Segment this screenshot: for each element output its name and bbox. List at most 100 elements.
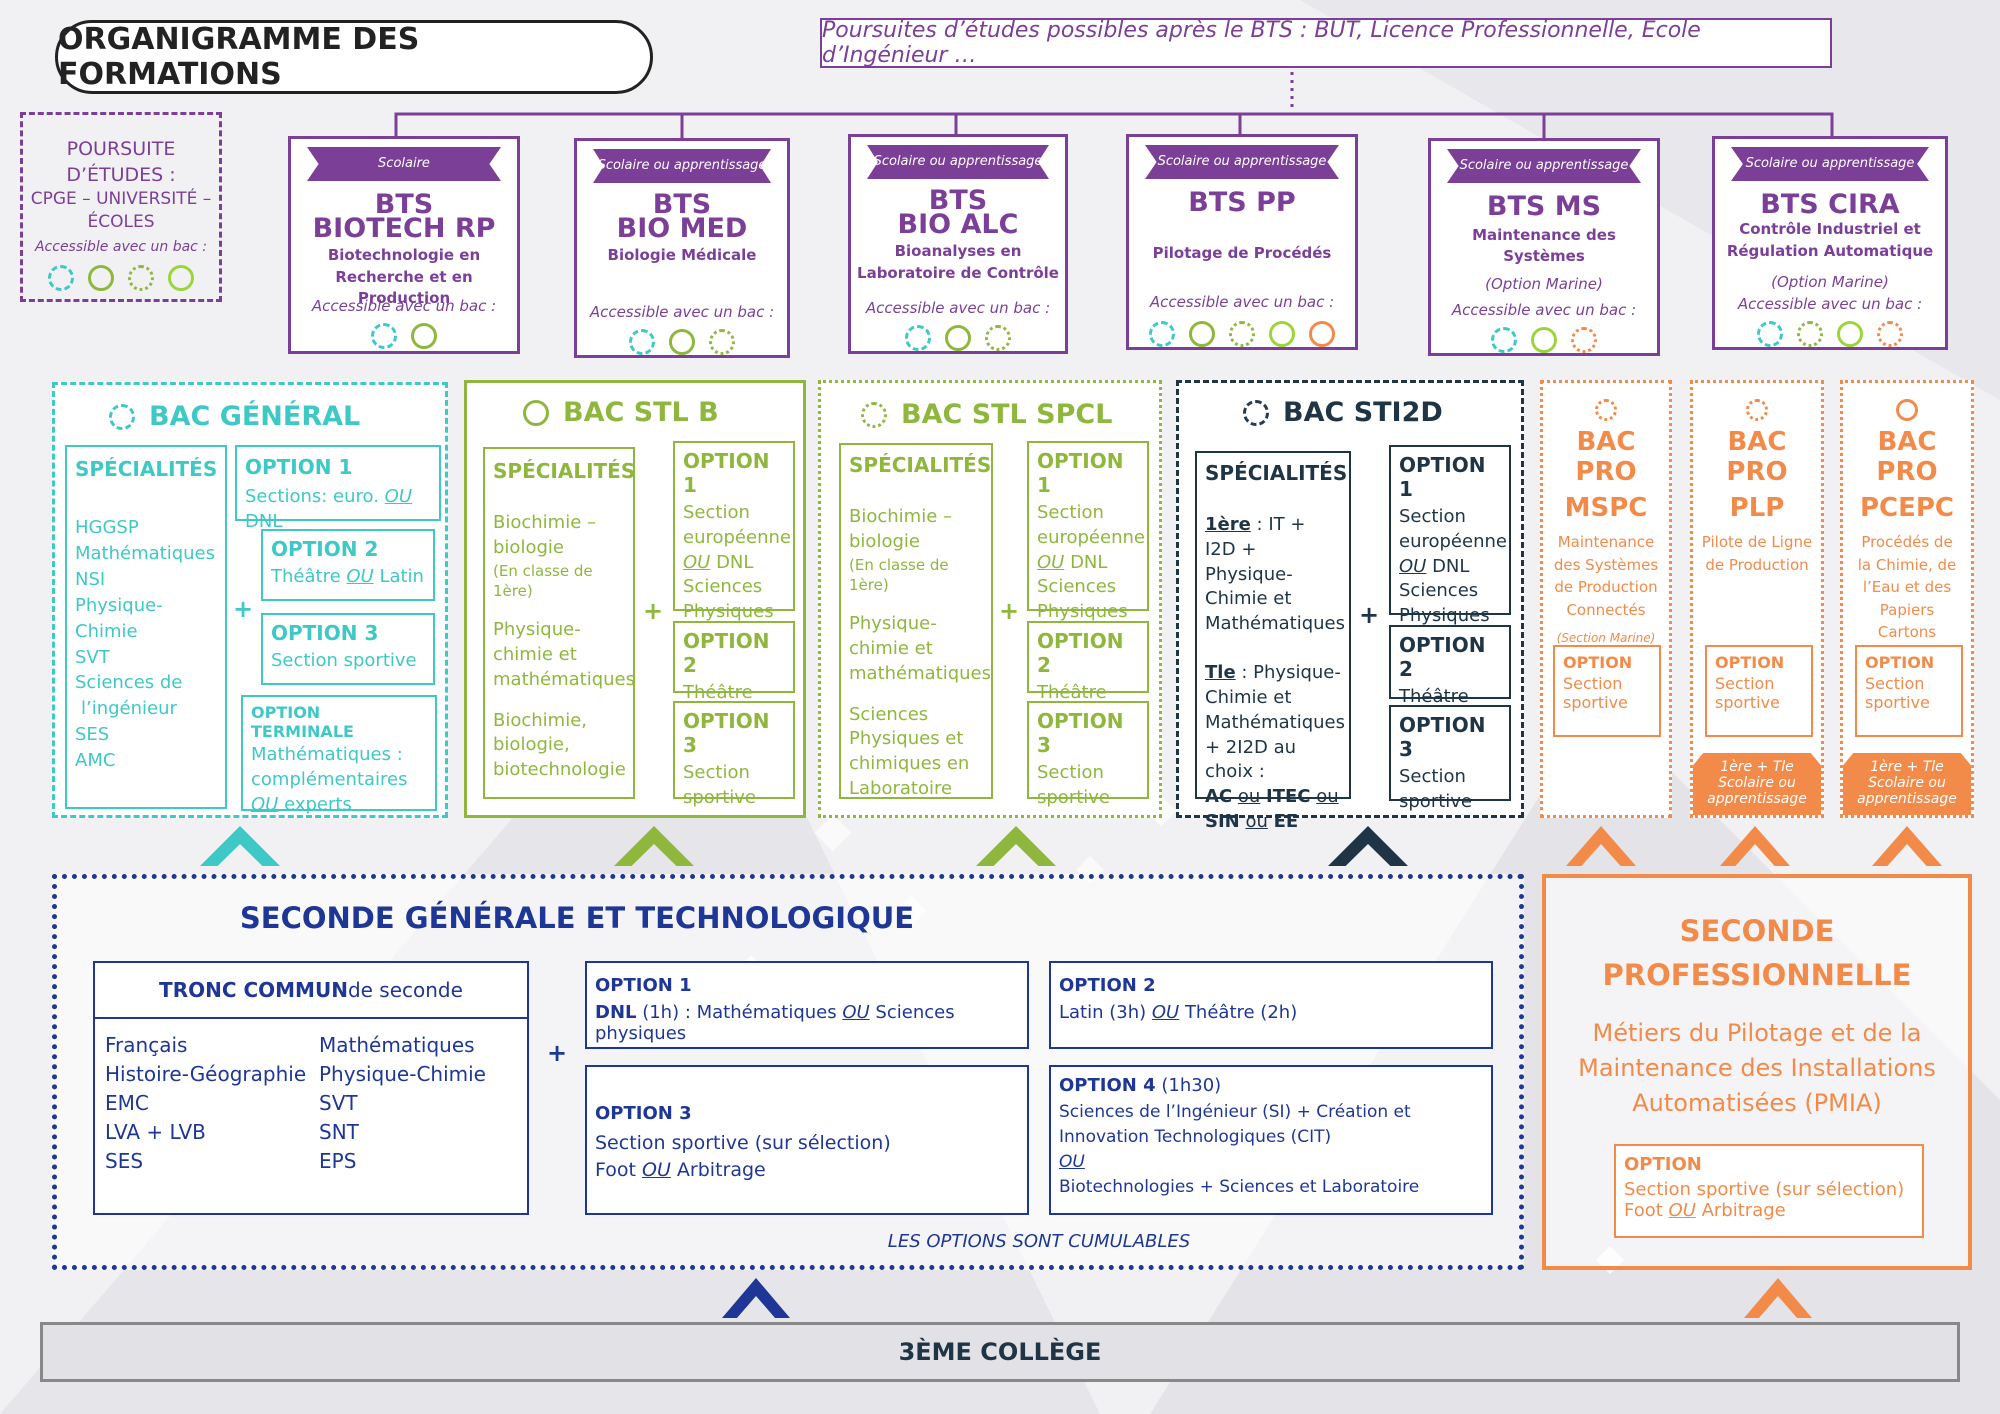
seconde-option-2: OPTION 2 Latin (3h) OU Théâtre (2h) bbox=[1049, 961, 1493, 1049]
specialite-text: Physique- bbox=[1205, 563, 1293, 585]
specialite-item: Physique- bbox=[849, 613, 937, 635]
bac-pro-mspc-box: BAC PRO MSPC Maintenance des Systèmes de… bbox=[1540, 380, 1672, 818]
bac-lime-icon bbox=[1269, 321, 1295, 347]
choix-itec: ITEC bbox=[1266, 786, 1311, 808]
bac-pro-icon bbox=[1309, 321, 1335, 347]
option-text: Section bbox=[1715, 674, 1775, 693]
bac-pro-desc: Papiers bbox=[1879, 600, 1935, 619]
bac-pro-desc: Connectés bbox=[1566, 600, 1646, 619]
ou-label: OU bbox=[1151, 1002, 1180, 1023]
poursuite-label: POURSUITE bbox=[66, 138, 176, 160]
option-text: DNL bbox=[1064, 551, 1108, 573]
bts-name: BTS bbox=[928, 185, 988, 216]
option-text: Section bbox=[1037, 762, 1104, 783]
bac-spcl-icon bbox=[985, 325, 1011, 351]
bac-sti2d-title: BAC STI2D bbox=[1283, 397, 1443, 428]
section-marine: (Section Marine) bbox=[1556, 631, 1656, 645]
bac-pro-desc: Procédés de bbox=[1861, 533, 1953, 551]
specialite-item: NSI bbox=[75, 568, 106, 590]
bac-sti2d-option-2: OPTION 2 Théâtre bbox=[1389, 625, 1511, 707]
option-heading: OPTION 3 bbox=[595, 1103, 692, 1124]
specialite-item: Sciences de bbox=[75, 672, 183, 694]
seconde-option-1: OPTION 1 DNL (1h) : Mathématiques OU Sci… bbox=[585, 961, 1029, 1049]
specialite-text: : IT + I2D + bbox=[1205, 514, 1306, 560]
bac-pro-name: PLP bbox=[1729, 493, 1785, 523]
seconde-pro-option: OPTION Section sportive (sur sélection) … bbox=[1614, 1144, 1924, 1238]
option-text: Sciences bbox=[683, 576, 763, 598]
bac-pro-option: OPTION Section sportive bbox=[1553, 645, 1661, 737]
specialite-item: Physiques et bbox=[849, 728, 964, 750]
option-heading: OPTION 3 bbox=[271, 621, 379, 645]
bac-pro-icon bbox=[1896, 399, 1918, 421]
bts-name: BTS CIRA bbox=[1760, 189, 1900, 220]
option-text: Sciences de l’Ingénieur (SI) + Création … bbox=[1059, 1102, 1411, 1122]
bts-subtitle: Biotechnologie en bbox=[327, 246, 481, 264]
plus-sign: + bbox=[643, 597, 664, 625]
bac-pro-desc: Maintenance bbox=[1557, 533, 1655, 551]
matiere-item: Histoire-Géographie bbox=[105, 1062, 307, 1086]
seconde-pro-desc: Maintenance des Installations bbox=[1578, 1053, 1936, 1082]
option-heading: OPTION 2 bbox=[1399, 633, 1486, 681]
bac-general-icon bbox=[629, 329, 655, 355]
option-heading: OPTION 1 bbox=[683, 449, 770, 497]
bts-name: BTS bbox=[652, 189, 712, 220]
seconde-pro-title-2: PROFESSIONNELLE bbox=[1602, 958, 1912, 992]
specialite-item: Biochimie, bbox=[493, 709, 587, 731]
college-bar: 3ÈME COLLÈGE bbox=[40, 1322, 1960, 1382]
specialite-item: Physique- bbox=[493, 619, 581, 641]
accessible-label: Accessible avec un bac : bbox=[1737, 295, 1923, 313]
ou-label: OU bbox=[683, 551, 711, 573]
option-text: sportive bbox=[1715, 693, 1780, 712]
tronc-commun-box: TRONC COMMUN de seconde Français Histoir… bbox=[93, 961, 529, 1215]
bac-general-icon bbox=[109, 403, 135, 430]
option-text: Section sportive (sur sélection) bbox=[595, 1132, 891, 1154]
ou-label: OU bbox=[1059, 1152, 1085, 1173]
bac-stlb-option-3: OPTION 3 Section sportive bbox=[673, 701, 795, 808]
seconde-option-4: OPTION 4 (1h30) Sciences de l’Ingénieur … bbox=[1049, 1065, 1493, 1215]
tronc-commun-heading: TRONC COMMUN bbox=[159, 978, 348, 1002]
option-heading: OPTION bbox=[1865, 653, 1935, 672]
specialite-item: Biochimie – bbox=[849, 506, 952, 527]
bac-pro-plp-box: BAC PRO PLP Pilote de Ligne de Productio… bbox=[1690, 380, 1824, 818]
specialite-item: biotechnologie bbox=[493, 759, 626, 781]
specialite-item: mathématiques bbox=[493, 668, 636, 690]
option-text: Sections: euro. bbox=[245, 486, 385, 507]
bts-name: BTS PP bbox=[1188, 187, 1296, 218]
option-text: Théâtre bbox=[1399, 686, 1469, 707]
matiere-item: SNT bbox=[319, 1120, 359, 1144]
bac-sti2d-icon bbox=[1243, 399, 1269, 426]
matiere-item: EPS bbox=[319, 1149, 357, 1173]
option-text: Section bbox=[1865, 674, 1925, 693]
bac-general-title: BAC GÉNÉRAL bbox=[149, 401, 361, 432]
specialite-item: biologie, bbox=[493, 734, 570, 756]
option-heading: OPTION 2 bbox=[271, 537, 379, 561]
bac-spcl-option-1: OPTION 1 Section européenne OU DNL Scien… bbox=[1027, 441, 1149, 622]
option-text: Innovation Technologiques (CIT) bbox=[1059, 1127, 1332, 1148]
bts-name: BTS bbox=[374, 189, 434, 220]
option-text: Section sportive bbox=[271, 650, 417, 671]
matiere-item: EMC bbox=[105, 1091, 149, 1115]
bac-general-icon bbox=[1491, 327, 1517, 353]
option-text: Latin bbox=[373, 566, 424, 587]
poursuites-banner: Poursuites d’études possibles après le B… bbox=[820, 18, 1832, 68]
option-heading: OPTION 1 bbox=[595, 975, 692, 996]
bts-pp-card: Scolaire ou apprentissage BTS PP Pilotag… bbox=[1126, 134, 1358, 350]
tab-mode: Scolaire ou apprentissage bbox=[1857, 775, 1957, 808]
specialite-item: mathématiques bbox=[849, 662, 992, 684]
ou-label: OU bbox=[842, 1002, 870, 1023]
bac-pro-title: BAC PRO bbox=[1726, 427, 1788, 487]
accessible-label: Accessible avec un bac : bbox=[589, 303, 775, 321]
bac-stlb-title: BAC STL B bbox=[563, 397, 719, 428]
option-text: européenne bbox=[683, 526, 791, 548]
option-text: Mathématiques : bbox=[251, 744, 403, 765]
option-text: Section bbox=[683, 762, 750, 783]
tab-years: 1ère + Tle bbox=[1870, 759, 1944, 775]
bac-pro-icon bbox=[1595, 399, 1617, 421]
option-heading: OPTION 1 bbox=[1399, 453, 1486, 501]
poursuite-ecoles: ÉCOLES bbox=[87, 212, 155, 233]
option-heading: OPTION 3 bbox=[683, 709, 770, 757]
accessible-label: Accessible avec un bac : bbox=[311, 297, 497, 315]
bac-stlb-option-1: OPTION 1 Section européenne OU DNL Scien… bbox=[673, 441, 795, 622]
bts-subtitle: Bioanalyses en bbox=[894, 242, 1022, 260]
bac-stlb-icon bbox=[88, 265, 114, 292]
